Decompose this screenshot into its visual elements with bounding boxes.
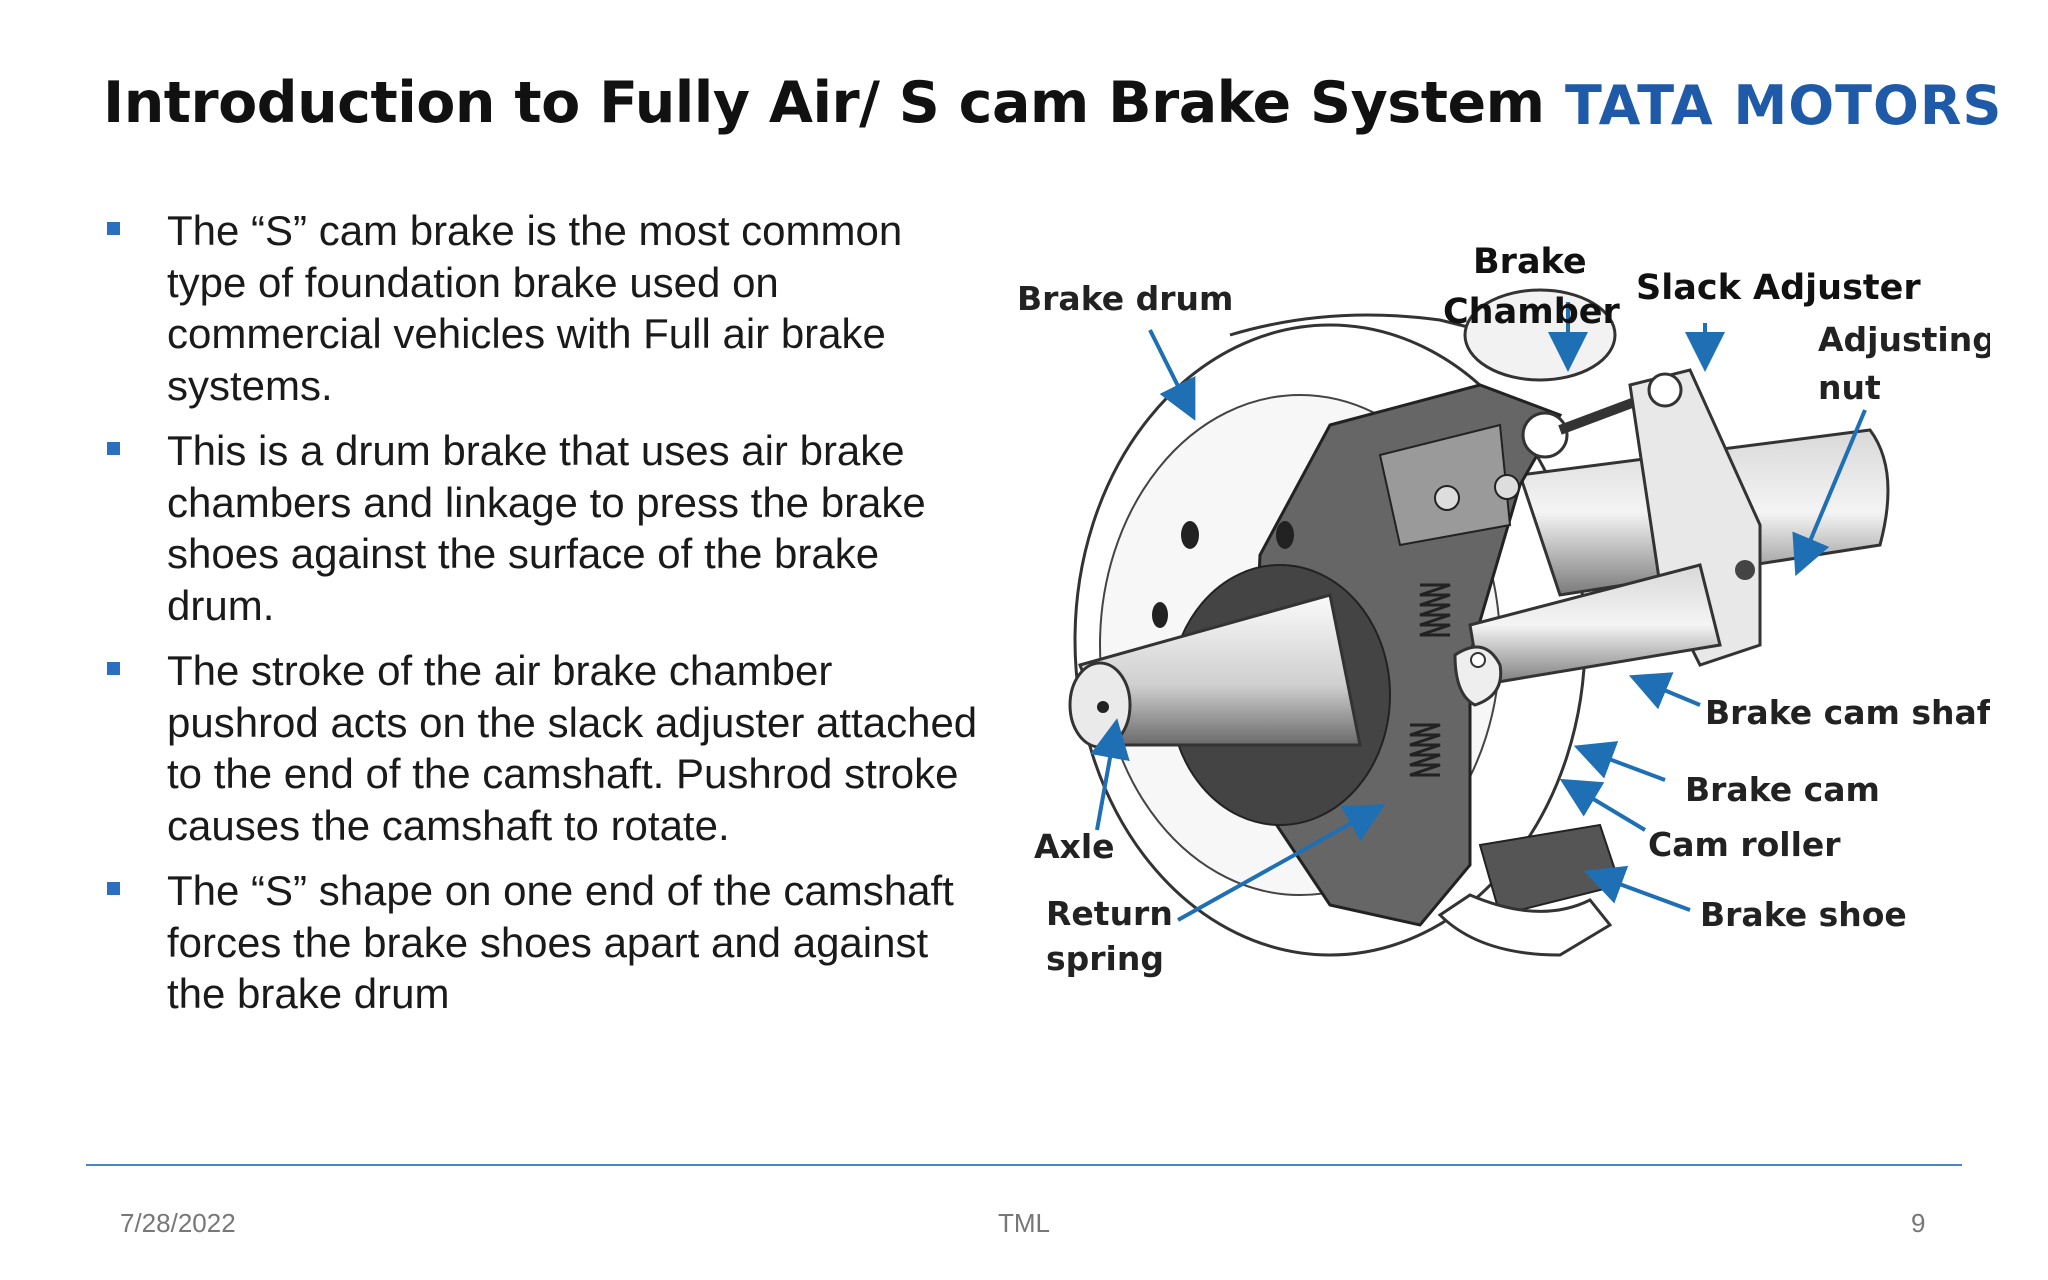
bullet-text: The “S” shape on one end of the camshaft… <box>167 867 954 1017</box>
axle-spindle-shape <box>1068 564 1391 826</box>
cam-shaft-shape <box>1453 563 1722 707</box>
bullet-text: The “S” cam brake is the most common typ… <box>167 207 903 409</box>
bullet-item: The stroke of the air brake chamber push… <box>104 645 984 851</box>
bullet-item: This is a drum brake that uses air brake… <box>104 425 984 631</box>
return-spring-shape <box>1409 583 1451 777</box>
brake-shoe-shape <box>1437 893 1613 957</box>
label-brake-cam-shaft: Brake cam shaft <box>1705 693 1990 732</box>
bullet-text: The stroke of the air brake chamber push… <box>167 647 978 849</box>
bullet-item: The “S” cam brake is the most common typ… <box>104 205 984 411</box>
label-brake-chamber-line2: Chamber <box>1443 292 1620 332</box>
bullet-item: The “S” shape on one end of the camshaft… <box>104 865 984 1020</box>
tata-motors-logo: TATA MOTORS <box>1565 74 2003 137</box>
label-return-spring-line1: Return <box>1046 894 1173 933</box>
callout-arrows <box>1090 302 1867 922</box>
label-brake-chamber-line1: Brake <box>1473 242 1587 282</box>
bullet-list: The “S” cam brake is the most common typ… <box>104 205 984 1034</box>
label-brake-cam: Brake cam <box>1685 770 1880 809</box>
bullet-square-icon <box>107 882 120 895</box>
bullet-text: This is a drum brake that uses air brake… <box>167 427 926 629</box>
footer-date: 7/28/2022 <box>120 1208 236 1238</box>
brake-system-diagram: Brake drum Brake Chamber Slack Adjuster … <box>1017 242 1990 978</box>
label-slack-adjuster: Slack Adjuster <box>1636 268 1921 308</box>
bullet-square-icon <box>107 222 120 235</box>
bullet-square-icon <box>107 662 120 675</box>
label-cam-roller: Cam roller <box>1648 825 1841 864</box>
bullet-square-icon <box>107 442 120 455</box>
label-adjusting-nut-line1: Adjusting <box>1818 320 1990 359</box>
footer-page-number: 9 <box>1911 1208 1926 1238</box>
label-axle: Axle <box>1034 827 1115 866</box>
label-brake-drum: Brake drum <box>1017 279 1233 318</box>
label-brake-shoe: Brake shoe <box>1700 895 1907 934</box>
footer-divider <box>86 1164 1962 1166</box>
footer-center-text: TML <box>998 1208 1050 1238</box>
label-adjusting-nut-line2: nut <box>1818 368 1881 407</box>
label-return-spring-line2: spring <box>1046 939 1164 978</box>
slide-title: Introduction to Fully Air/ S cam Brake S… <box>103 70 1545 136</box>
